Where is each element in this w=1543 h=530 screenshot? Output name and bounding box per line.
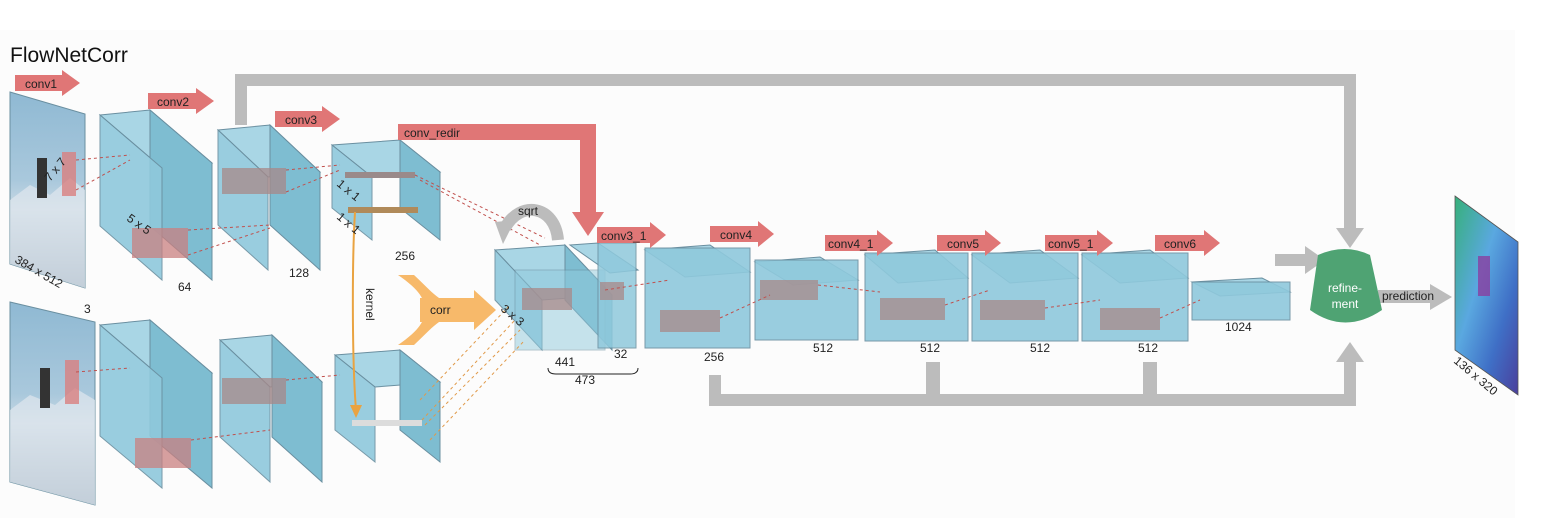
- input-image-1: [9, 91, 86, 289]
- channels-conv1: 64: [178, 280, 192, 294]
- conv3-block: [330, 138, 442, 242]
- channels-conv5: 512: [1030, 341, 1050, 355]
- conv-redir-label: conv_redir: [404, 126, 460, 140]
- channels-conv4: 512: [813, 341, 833, 355]
- receptive-field-lines: [75, 154, 1201, 441]
- refinement-block: refine- ment: [1310, 249, 1382, 323]
- kernel-arrow-head: [350, 405, 362, 418]
- diagram-title: FlowNetCorr: [10, 44, 128, 67]
- conv4-1-block: [863, 249, 970, 342]
- corr-displacement-patch: [352, 420, 422, 426]
- prediction-label: prediction: [1382, 289, 1434, 303]
- chair-icon: [37, 158, 47, 198]
- prediction-arrow: [1378, 290, 1433, 303]
- conv6-block: [1190, 277, 1292, 321]
- conv2-kernel-patch: [132, 228, 188, 258]
- conv5-1-block: [1080, 249, 1190, 342]
- conv1-block-2: [98, 318, 214, 490]
- conv4-1-label-arrow: conv4_1: [825, 230, 893, 256]
- prediction-arrow-head: [1430, 284, 1452, 310]
- conv4-block: [753, 256, 860, 341]
- conv3-1-label-arrow: conv3_1: [597, 222, 666, 248]
- refinement-label-line2: ment: [1332, 297, 1359, 311]
- conv6-label: conv6: [1164, 237, 1196, 251]
- refinement-label-line1: refine-: [1328, 281, 1362, 295]
- sqrt-arrow: sqrt: [495, 204, 564, 244]
- conv3-label-arrow: conv3: [275, 106, 340, 132]
- channels-redir: 32: [614, 347, 628, 361]
- conv3-kernel-patch: [222, 168, 286, 194]
- conv3-1-block: [643, 244, 752, 349]
- skip-branch-conv5: [926, 362, 940, 400]
- channels-conv4-1: 512: [920, 341, 940, 355]
- conv6-to-refinement-head: [1305, 246, 1325, 274]
- conv1-block: [98, 108, 214, 282]
- displacement-lines: [419, 304, 526, 441]
- conv5-block: [970, 249, 1080, 342]
- corr-patch-b: [348, 207, 418, 213]
- skip-arrow-top: [235, 74, 1356, 228]
- conv5-label-arrow: conv5: [937, 230, 1001, 256]
- conv5-1-label: conv5_1: [1048, 237, 1094, 251]
- corr-arrow: corr: [398, 275, 496, 345]
- conv5-label: conv5: [947, 237, 979, 251]
- conv-redir-arrow: conv_redir: [398, 124, 604, 236]
- conv2-label: conv2: [157, 95, 189, 109]
- input-image-2: [9, 301, 96, 506]
- conv6-to-refinement: [1275, 254, 1307, 266]
- channels-corr: 441: [555, 355, 575, 369]
- channels-conv3-1: 256: [704, 350, 724, 364]
- conv1-label: conv1: [25, 77, 57, 91]
- corr-patch-a: [345, 172, 415, 178]
- conv6-label-arrow: conv6: [1155, 230, 1220, 256]
- flow-output: [1454, 195, 1519, 396]
- channel-labels: 64 128 256 441 32 473 256 512 512 512 51…: [84, 249, 1252, 387]
- conv-label-arrows: conv1 conv2 conv3 conv3_1 conv4 conv4_1 …: [15, 70, 1220, 256]
- conv3-label: conv3: [285, 113, 317, 127]
- conv2-block: [216, 123, 322, 272]
- skip-arrow-top-head: [1336, 228, 1364, 248]
- sqrt-label: sqrt: [518, 204, 539, 218]
- conv2-block-2: [218, 333, 324, 484]
- channels-conv5-1: 512: [1138, 341, 1158, 355]
- skip-connections: [235, 74, 1452, 406]
- channels-conv6: 1024: [1225, 320, 1252, 334]
- skip-arrow-bottom: [709, 362, 1356, 406]
- input-channels: 3: [84, 302, 91, 316]
- conv5-1-label-arrow: conv5_1: [1045, 230, 1113, 256]
- conv4-label-arrow: conv4: [710, 221, 774, 247]
- chair-flow-icon: [1478, 256, 1490, 296]
- kernel-arrow: [351, 211, 357, 411]
- kernel-label: kernel: [363, 288, 377, 321]
- conv2-label-arrow: conv2: [148, 88, 214, 114]
- corr-block: [493, 243, 614, 352]
- chair-icon-2: [40, 368, 50, 408]
- conv1-kernel-patch: [62, 152, 76, 196]
- channels-concat: 473: [575, 373, 595, 387]
- channels-conv2: 128: [289, 266, 309, 280]
- skip-branch-conv5-1: [1143, 362, 1157, 400]
- skip-arrow-bottom-head: [1336, 342, 1364, 362]
- concat-brace: [547, 367, 639, 375]
- conv4-1-label: conv4_1: [828, 237, 874, 251]
- channels-conv3: 256: [395, 249, 415, 263]
- conv3-1-label: conv3_1: [601, 229, 647, 243]
- redir-block: [568, 242, 640, 349]
- corr-label: corr: [430, 303, 451, 317]
- conv1-label-arrow: conv1: [15, 70, 80, 96]
- conv4-label: conv4: [720, 228, 752, 242]
